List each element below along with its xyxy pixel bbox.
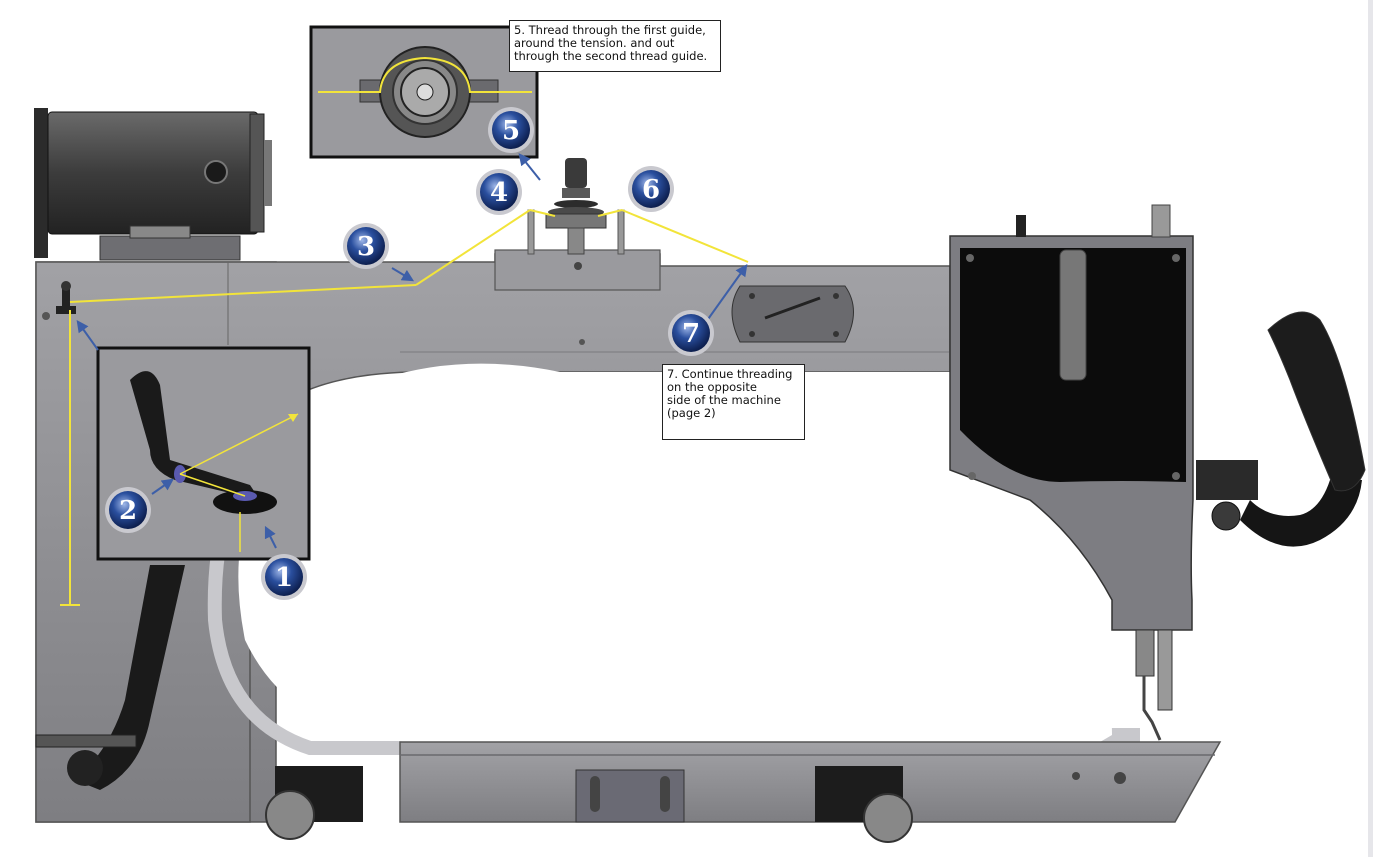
step-marker-label: 6 — [642, 175, 660, 205]
callout-step-5-line: 5. Thread through the first guide, — [514, 23, 706, 37]
arrow-icon — [264, 525, 277, 549]
callout-step-7-line: side of the machine — [667, 393, 781, 407]
step-markers: 1 2 3 4 5 6 7 — [105, 107, 714, 600]
step-marker-6: 6 — [628, 166, 674, 212]
arrow-icon — [705, 264, 748, 323]
lower-handle — [35, 565, 185, 790]
machine-head — [949, 204, 1258, 741]
step-marker-label: 7 — [682, 319, 700, 349]
callout-step-5-line: around the tension. and out — [514, 36, 675, 50]
arrow-icon — [518, 153, 541, 181]
step-marker-label: 5 — [502, 116, 520, 146]
page-edge — [1368, 0, 1373, 857]
step-marker-4: 4 — [476, 169, 522, 215]
handle-icon — [1240, 311, 1366, 547]
tension-knob-icon — [527, 158, 625, 255]
arrow-icon — [76, 320, 99, 351]
step-marker-label: 2 — [119, 496, 137, 526]
base-carriages — [265, 766, 1126, 843]
step-marker-5: 5 — [488, 107, 534, 153]
step-marker-label: 1 — [275, 563, 293, 593]
step-marker-3: 3 — [343, 223, 389, 269]
step-arrows — [76, 153, 748, 549]
callout-step-5-line: through the second thread guide. — [514, 49, 708, 63]
callout-step-7-line: on the opposite — [667, 380, 757, 394]
thread-path — [60, 209, 749, 606]
callout-step-5: 5. Thread through the first guide, aroun… — [509, 20, 721, 72]
step-marker-label: 4 — [490, 178, 508, 208]
callout-step-7-line: (page 2) — [667, 406, 716, 420]
thread-guide-icon — [56, 281, 76, 314]
tension-closeup-inset — [309, 25, 539, 159]
step-marker-7: 7 — [668, 310, 714, 356]
callout-step-7-line: 7. Continue threading — [667, 367, 793, 381]
step-marker-1: 1 — [261, 554, 307, 600]
step-marker-2: 2 — [105, 487, 151, 533]
step-marker-label: 3 — [357, 232, 375, 262]
access-plate — [731, 285, 854, 343]
arrow-icon — [391, 267, 415, 282]
motor — [34, 108, 272, 261]
arrow-icon — [151, 478, 174, 495]
callout-step-7: 7. Continue threading on the opposite si… — [662, 364, 805, 440]
